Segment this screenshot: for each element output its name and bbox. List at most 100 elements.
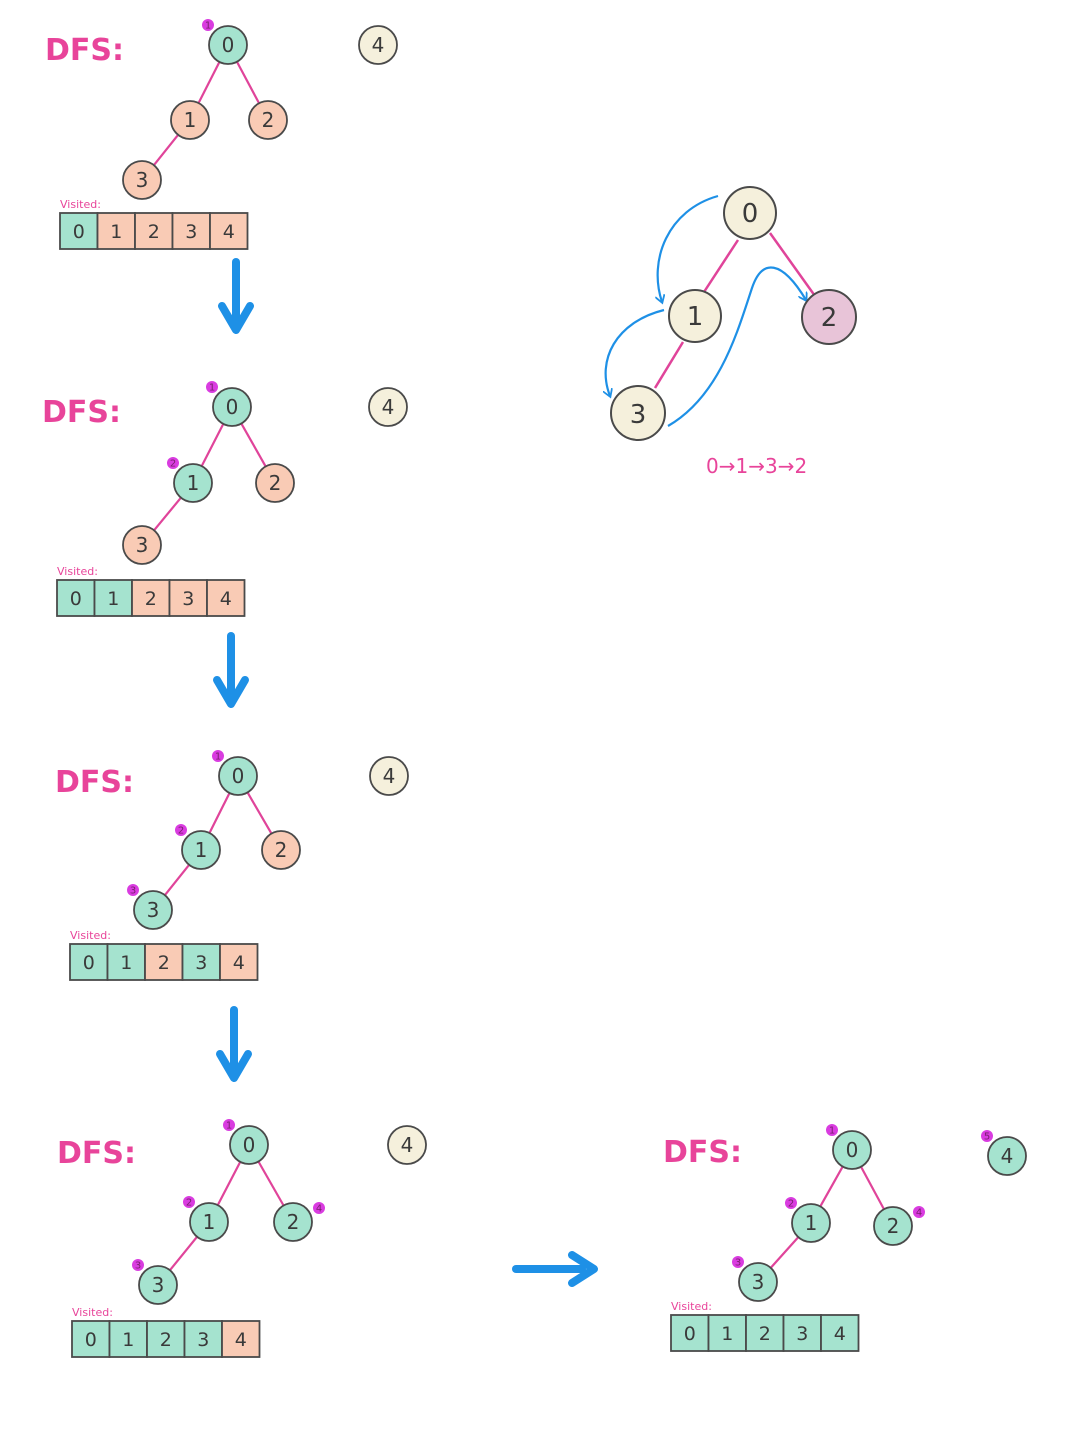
- visited-cell-2: 2: [144, 943, 184, 981]
- dfs-title: DFS:: [663, 1135, 742, 1170]
- node-label: 1: [195, 838, 208, 862]
- traversal-order-text: 0→1→3→2: [706, 454, 807, 478]
- dfs-title: DFS:: [57, 1136, 136, 1171]
- visited-cell-4: 4: [820, 1314, 860, 1352]
- node-label: 2: [275, 838, 288, 862]
- visited-cell-1: 1: [96, 212, 136, 250]
- visit-order-badge: 1: [206, 381, 218, 394]
- node-label: 4: [383, 764, 396, 788]
- visited-cell-label: 4: [223, 221, 235, 243]
- traversal-arrow-3-to-2: [667, 266, 806, 427]
- traversal-arrow-1-to-3: [606, 308, 665, 396]
- example-node-2: 2: [801, 289, 857, 345]
- visit-order-badge: 3: [732, 1256, 744, 1269]
- tree-edge-0-2: [240, 422, 267, 468]
- visited-cell-3: 3: [168, 579, 208, 617]
- visited-cell-2: 2: [134, 212, 174, 250]
- visit-order-number: 3: [135, 1261, 141, 1272]
- visited-cell-2: 2: [146, 1320, 186, 1358]
- dfs-title: DFS:: [55, 765, 134, 800]
- traversal-arrow-0-to-1: [658, 194, 719, 302]
- visited-cell-label: 2: [158, 952, 170, 974]
- visit-order-number: 4: [316, 1204, 322, 1215]
- tree-edge-0-1: [197, 61, 221, 104]
- example-node-1-label: 1: [687, 302, 704, 332]
- example-node-0-label: 0: [742, 199, 759, 229]
- graph-node-4: 45: [981, 1130, 1027, 1176]
- example-edge-1-3: [653, 341, 685, 389]
- visit-order-badge: 2: [167, 457, 179, 470]
- graph-node-2: 2: [255, 463, 295, 503]
- visited-cell-2: 2: [131, 579, 171, 617]
- graph-node-3: 33: [132, 1259, 178, 1305]
- node-label: 1: [187, 471, 200, 495]
- graph-node-2: 24: [873, 1206, 925, 1246]
- node-label: 3: [136, 533, 149, 557]
- example-node-2-label: 2: [821, 303, 838, 333]
- graph-node-4: 4: [369, 756, 409, 796]
- example-node-3: 3: [610, 385, 666, 441]
- node-label: 0: [846, 1138, 859, 1162]
- example-traversal-graph: 0 1 2 3 0→1→3→2: [606, 186, 857, 478]
- visited-cell-label: 1: [110, 221, 122, 243]
- tree-edge-0-1: [819, 1166, 844, 1207]
- tree-edge-1-3: [153, 496, 182, 532]
- visited-cell-label: 0: [684, 1323, 696, 1345]
- graph-node-2: 2: [261, 830, 301, 870]
- node-label: 2: [887, 1214, 900, 1238]
- visit-order-number: 2: [186, 1198, 192, 1209]
- visited-cell-label: 4: [220, 588, 232, 610]
- visit-order-number: 2: [788, 1199, 794, 1210]
- visit-order-badge: 2: [183, 1196, 195, 1209]
- visit-order-badge: 5: [981, 1130, 993, 1143]
- visited-cell-3: 3: [171, 212, 211, 250]
- node-label: 1: [184, 108, 197, 132]
- graph-node-0: 01: [206, 381, 252, 427]
- visit-order-number: 1: [209, 383, 215, 394]
- dfs-title: DFS:: [42, 395, 121, 430]
- down-arrow-2: [213, 632, 249, 708]
- visited-cell-label: 2: [759, 1323, 771, 1345]
- example-node-1: 1: [668, 289, 722, 343]
- example-edge-0-2: [768, 232, 817, 297]
- example-node-0: 0: [723, 186, 777, 240]
- tree-edge-0-2: [860, 1166, 885, 1210]
- visited-label: Visited:: [70, 929, 111, 942]
- visit-order-badge: 1: [202, 19, 214, 32]
- node-label: 2: [262, 108, 275, 132]
- visit-order-badge: 4: [313, 1202, 325, 1215]
- visited-cell-label: 2: [160, 1329, 172, 1351]
- visited-cell-label: 1: [721, 1323, 733, 1345]
- visit-order-badge: 3: [132, 1259, 144, 1272]
- visited-label: Visited:: [671, 1300, 712, 1313]
- node-label: 4: [372, 33, 385, 57]
- visited-cell-label: 0: [73, 221, 85, 243]
- graph-node-2: 24: [273, 1202, 325, 1242]
- visit-order-number: 1: [226, 1121, 232, 1132]
- visited-cell-3: 3: [782, 1314, 822, 1352]
- visited-cell-4: 4: [219, 943, 259, 981]
- node-label: 1: [805, 1211, 818, 1235]
- visited-cell-label: 3: [796, 1323, 808, 1345]
- visited-cell-1: 1: [707, 1314, 747, 1352]
- node-label: 4: [382, 395, 395, 419]
- down-arrow-3: [216, 1006, 252, 1082]
- visited-cell-4: 4: [209, 212, 249, 250]
- node-label: 3: [147, 898, 160, 922]
- visited-cell-label: 2: [148, 221, 160, 243]
- graph-node-4: 4: [358, 25, 398, 65]
- visit-order-number: 4: [916, 1208, 922, 1219]
- visited-cell-label: 0: [85, 1329, 97, 1351]
- tree-edge-0-1: [208, 792, 231, 834]
- visited-label: Visited:: [60, 198, 101, 211]
- tree-edge-1-3: [769, 1236, 800, 1269]
- visited-cell-1: 1: [106, 943, 146, 981]
- visit-order-number: 5: [984, 1132, 990, 1143]
- visit-order-badge: 4: [913, 1206, 925, 1219]
